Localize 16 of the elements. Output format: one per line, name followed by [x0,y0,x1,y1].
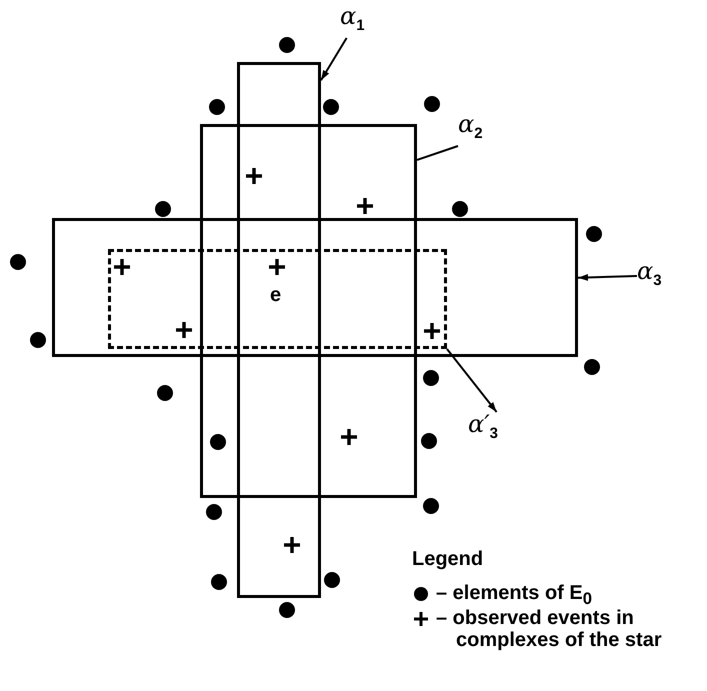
dashed-rectangle [108,249,447,349]
leader-line [416,145,458,161]
point-label: e [270,284,282,306]
arrow [446,348,498,413]
greek-label: α$_{1}$ [340,4,384,38]
greek-label: α$_{2}$ [458,112,502,146]
legend-text: – observed events in complexes of the star [436,607,663,651]
rectangle [237,62,321,598]
arrow [320,37,348,81]
arrow [578,274,638,281]
rectangle [52,218,578,357]
greek-label: α′$_{3}$ [468,412,520,448]
legend-title: Legend [412,548,484,570]
greek-label: α$_{3}$ [637,259,683,293]
legend-text: – elements of E$_{0}$ [436,582,593,608]
rectangle [200,124,417,498]
